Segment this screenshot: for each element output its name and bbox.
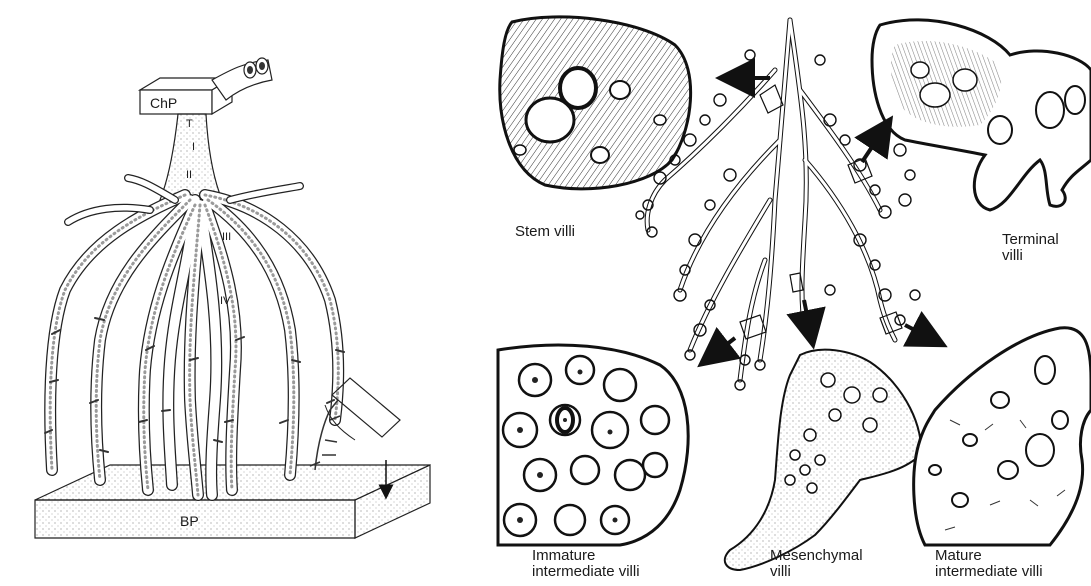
terminal-villi-label: Terminal villi xyxy=(1002,232,1059,264)
mesenchymal-villi-label: Mesenchymal villi xyxy=(770,548,863,580)
chorionic-plate-label: ChP xyxy=(150,95,177,111)
immature-intermediate-villi-section xyxy=(498,345,688,545)
stem-villi-label: Stem villi xyxy=(515,224,575,240)
immature-intermediate-villi-label: Immature intermediate villi xyxy=(532,548,640,580)
branch-label-2: II xyxy=(186,169,192,181)
basal-plate-label: BP xyxy=(180,513,199,529)
stem-villi-section xyxy=(500,17,691,189)
trunk-label: T xyxy=(186,118,193,130)
tree-branches xyxy=(45,178,344,495)
mature-intermediate-villi-label: Mature intermediate villi xyxy=(935,548,1043,580)
branch-label-3: III xyxy=(222,231,231,243)
terminal-villi-section xyxy=(872,20,1091,210)
villous-tree-illustration: ChP T I II III IV BP xyxy=(35,58,430,538)
mature-intermediate-villi-section xyxy=(914,328,1091,545)
mesenchymal-villi-section xyxy=(725,350,921,570)
branch-label-4: IV xyxy=(220,295,231,307)
branch-label-1: I xyxy=(192,141,195,153)
